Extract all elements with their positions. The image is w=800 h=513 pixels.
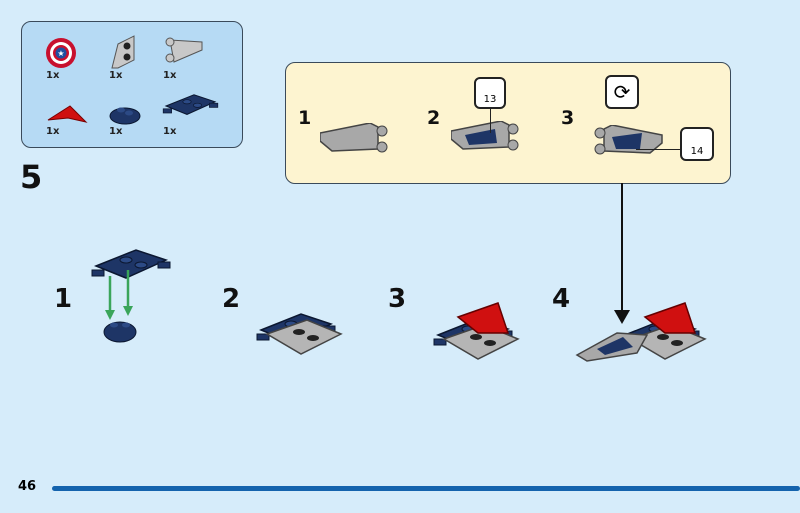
blue-bar-holder-plate-icon (162, 94, 219, 115)
part-qty: 1x (163, 70, 177, 81)
footer-line (52, 486, 800, 491)
build-step-number: 4 (552, 284, 571, 314)
build-step-number: 3 (388, 284, 407, 314)
step-4-image (575, 302, 706, 362)
build-step-number: 2 (222, 284, 241, 314)
flag-plate-image (320, 123, 388, 153)
shield-icon: ★ (46, 38, 76, 68)
red-wedge-tile-icon (47, 105, 88, 123)
sticker-14-icon: 14 (680, 127, 714, 161)
substep-number: 1 (298, 107, 312, 129)
part-qty: 1x (163, 126, 177, 137)
part-qty: 1x (109, 70, 123, 81)
substep-number: 2 (427, 107, 441, 129)
substep-number: 3 (561, 107, 575, 129)
rotate-model-icon: ⟳ (605, 75, 639, 109)
step-3-image (433, 302, 519, 360)
part-qty: 1x (46, 70, 60, 81)
grey-wedge-plate-icon (111, 35, 135, 69)
sticker-13-icon: 13 (474, 77, 506, 109)
blue-round-plate-icon (109, 107, 141, 125)
parts-list-panel: ★ 1x 1x 1x 1x 1x 1x (21, 21, 243, 148)
flag-plate-rotated-image (594, 125, 663, 155)
sticker-number: 14 (690, 146, 704, 157)
flag-plate-with-sticker-image (451, 121, 519, 151)
step-1-image (91, 249, 171, 343)
build-step-number: 1 (54, 284, 73, 314)
sticker-number: 13 (483, 94, 497, 105)
step-number: 5 (20, 158, 43, 196)
arrow-head-icon (614, 310, 630, 324)
grey-flag-plate-icon (165, 37, 203, 63)
part-qty: 1x (46, 126, 60, 137)
subassembly-panel: 1 2 13 3 ⟳ 14 (285, 62, 731, 184)
page-number: 46 (18, 479, 37, 494)
subassembly-arrow (621, 183, 623, 313)
part-qty: 1x (109, 126, 123, 137)
step-2-image (256, 313, 342, 355)
svg-text:★: ★ (57, 49, 64, 58)
